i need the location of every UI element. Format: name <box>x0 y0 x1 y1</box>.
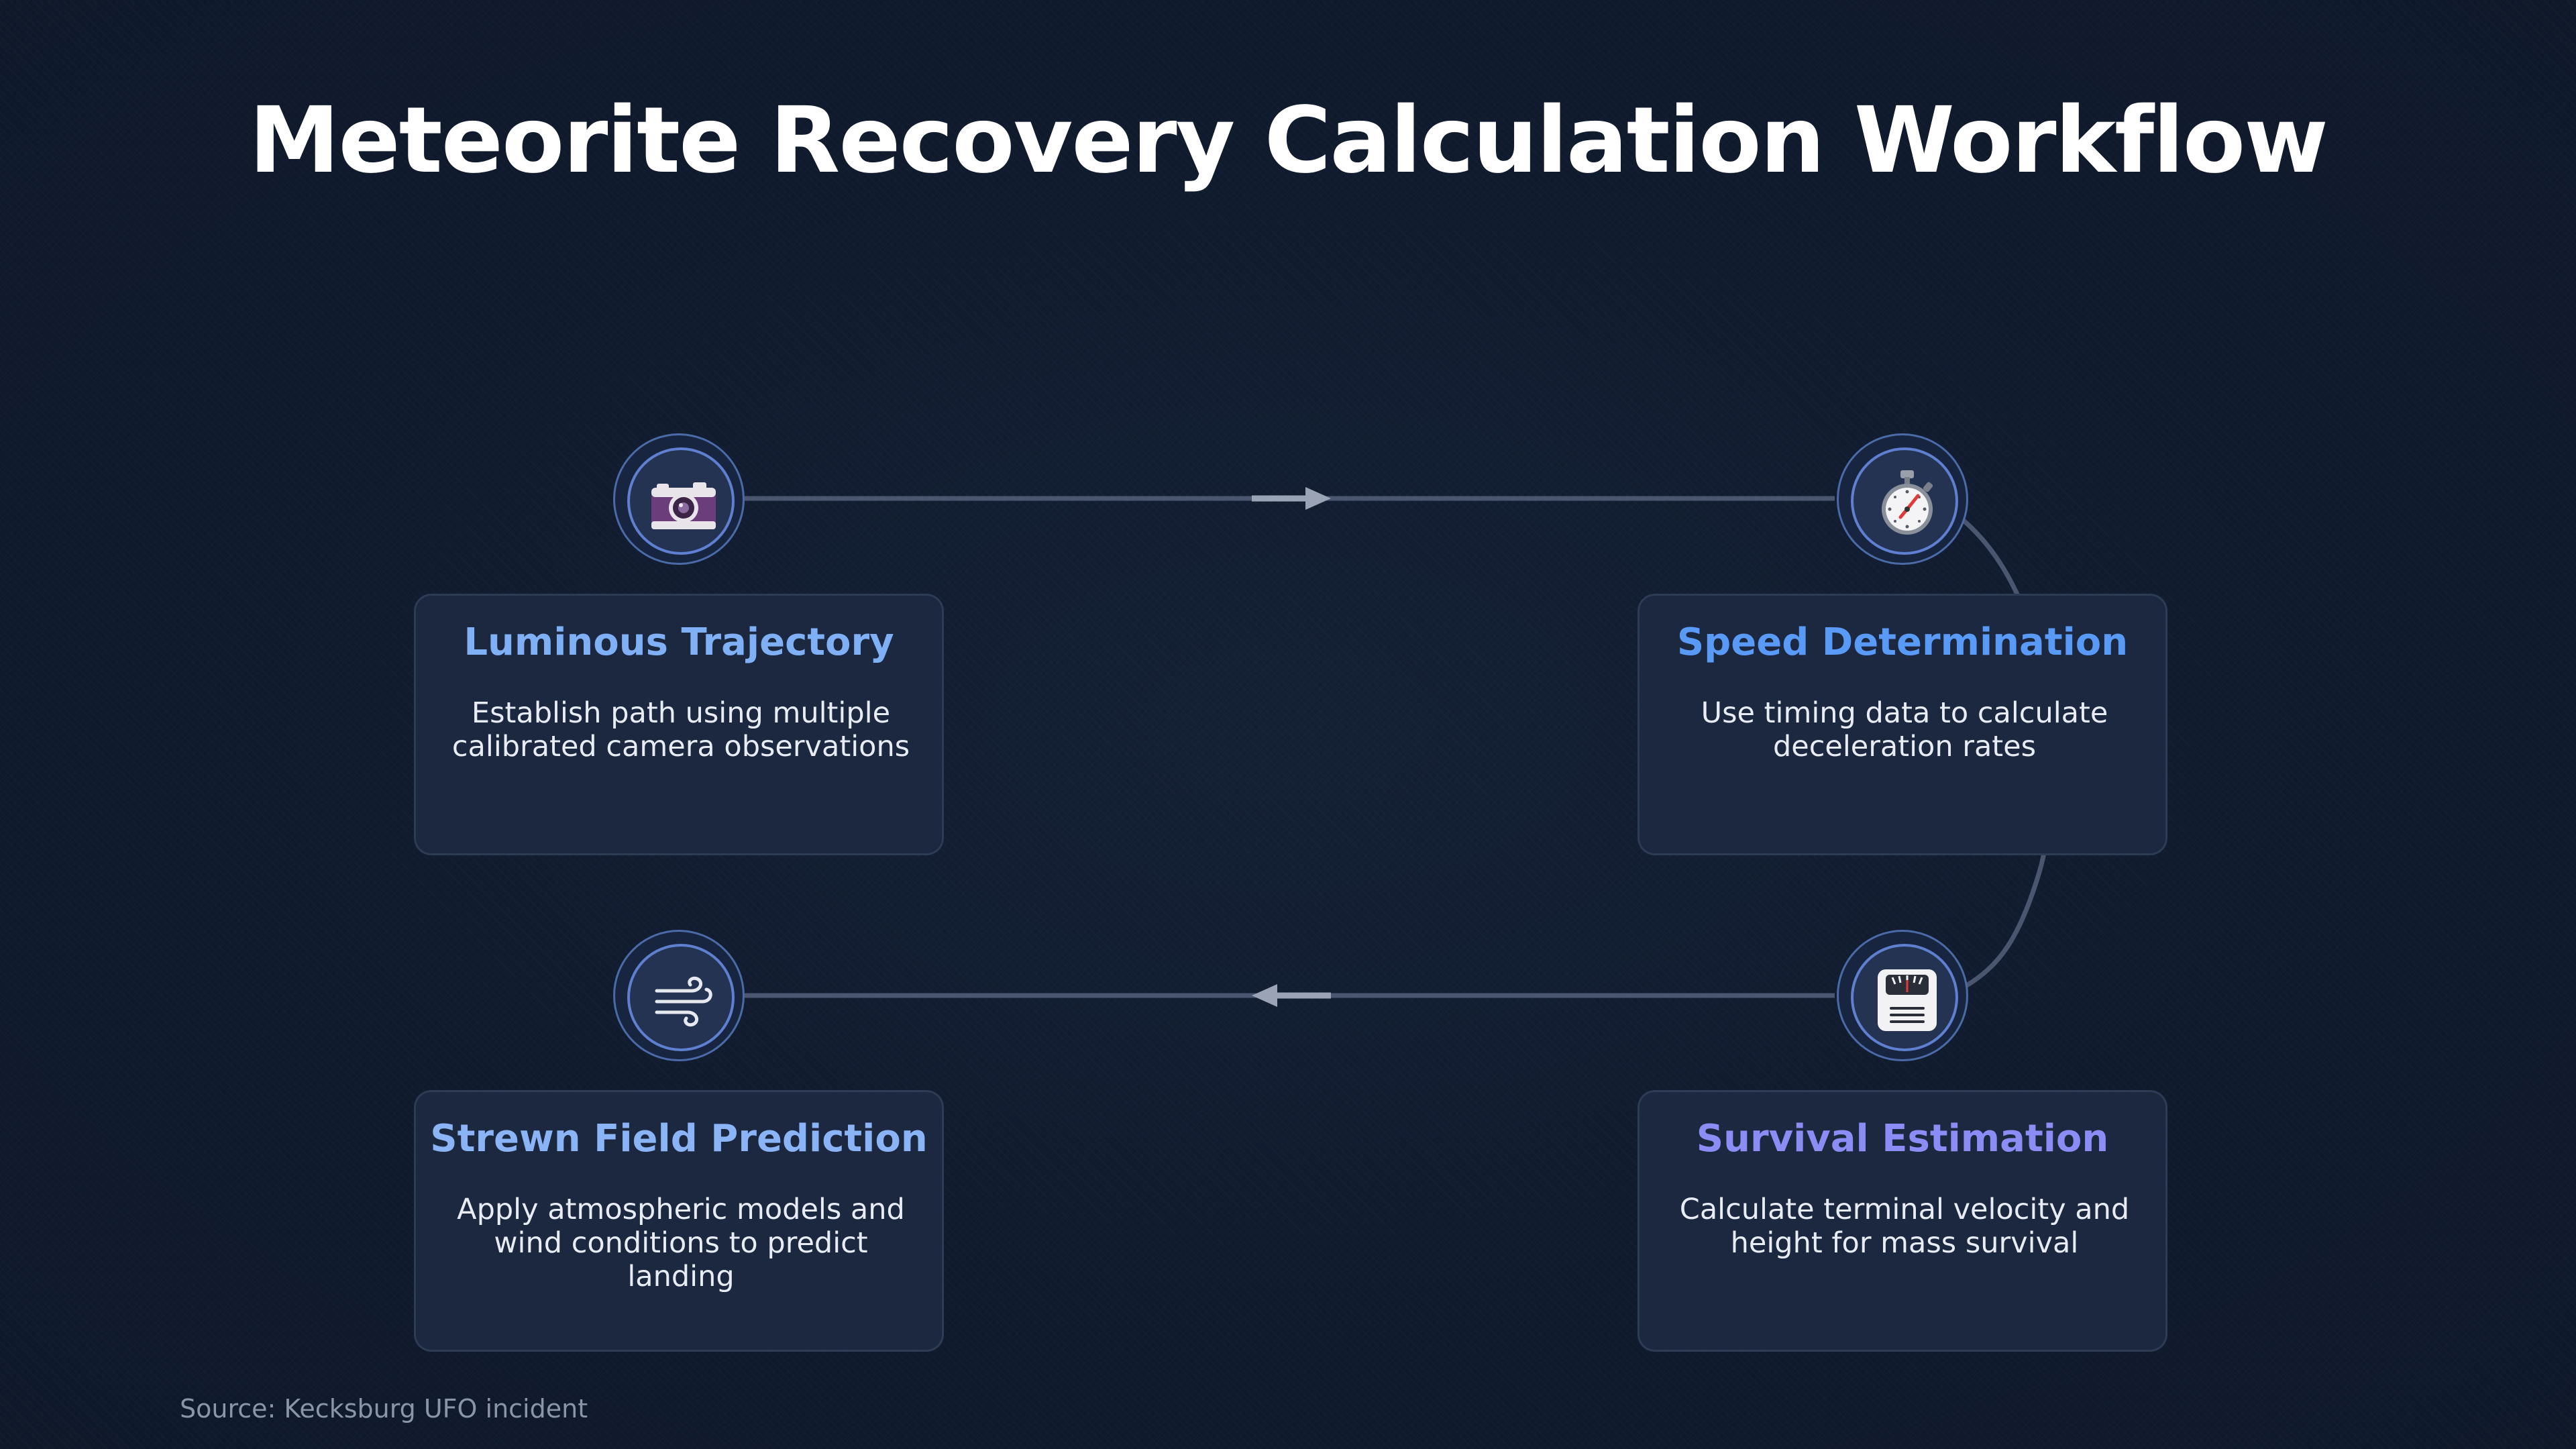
step-1-icon-badge <box>613 433 745 565</box>
step-card-survival-estimation: Survival Estimation Calculate terminal v… <box>1638 1090 2167 1352</box>
step-4-title: Strewn Field Prediction <box>430 1117 928 1161</box>
step-2-description: Use timing data to calculate deceleratio… <box>1701 696 2108 763</box>
step-1-title: Luminous Trajectory <box>464 621 894 664</box>
step-4-description: Apply atmospheric models and wind condit… <box>457 1193 905 1293</box>
stopwatch-icon <box>1882 470 1933 535</box>
step-card-speed-determination: Speed Determination Use timing data to c… <box>1638 594 2167 855</box>
step-4-icon-badge <box>613 930 745 1061</box>
scale-icon <box>1878 969 1937 1031</box>
step-2-icon-badge <box>1837 433 1968 565</box>
step-card-strewn-field-prediction: Strewn Field Prediction Apply atmospheri… <box>414 1090 944 1352</box>
step-1-description: Establish path using multiple calibrated… <box>451 696 910 763</box>
page-title: Meteorite Recovery Calculation Workflow <box>249 88 2328 194</box>
wind-icon <box>655 976 712 1027</box>
step-3-icon-badge <box>1837 930 1968 1061</box>
camera-icon <box>651 482 716 529</box>
arrow-right-icon <box>1252 487 1331 510</box>
arrow-left-icon <box>1252 984 1331 1007</box>
step-3-title: Survival Estimation <box>1696 1117 2109 1161</box>
step-3-description: Calculate terminal velocity and height f… <box>1679 1193 2130 1260</box>
source-note: Source: Kecksburg UFO incident <box>180 1394 588 1424</box>
step-2-title: Speed Determination <box>1676 621 2129 664</box>
step-card-luminous-trajectory: Luminous Trajectory Establish path using… <box>414 594 944 855</box>
